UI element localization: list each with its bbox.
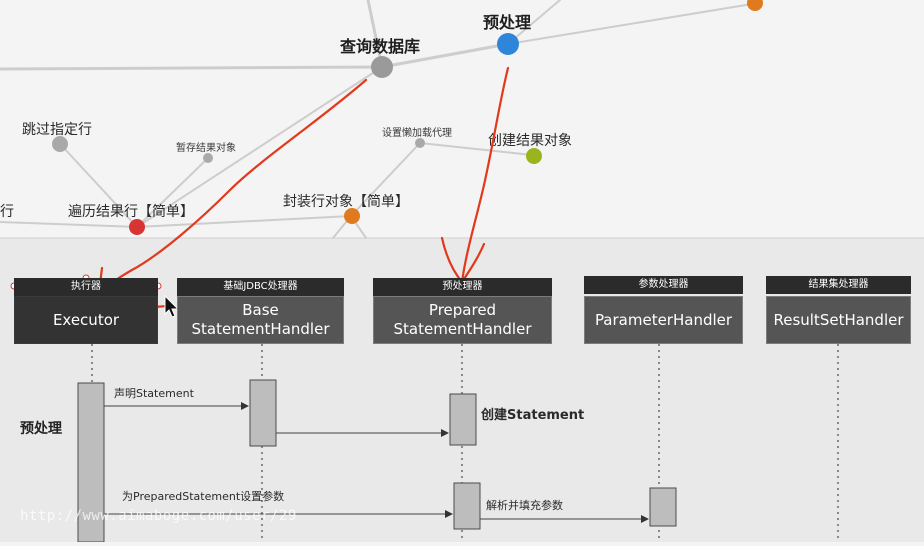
lane-resultset-handler[interactable]: ResultSetHandler [766,296,911,344]
msg-set-params: 为PreparedStatement设置参数 [122,489,284,503]
node-iterate-rows [129,219,145,235]
node-wrap-row [344,208,360,224]
lane-caption-parameter-handler: 参数处理器 [584,276,743,294]
msg-declare-statement: 声明Statement [114,386,195,400]
label-preprocess: 预处理 [483,13,531,32]
label-lazy-proxy: 设置懒加载代理 [382,126,452,139]
lane-caption-base-handler: 基础JDBC处理器 [177,278,344,296]
edge-iterate-wrap [136,215,352,228]
node-skip-rows [52,136,68,152]
watermark: http://www.aimaboge.com/user/29 [20,508,297,524]
label-temp-store: 暂存结果对象 [176,141,236,154]
lane-parameter-handler[interactable]: ParameterHandler [584,296,743,344]
edge-query-iterate [136,66,383,228]
lane-caption-executor: 执行器 [14,278,158,296]
label-wrap-row: 封装行对象【简单】 [283,193,409,210]
label-skip-rows: 跳过指定行 [22,122,92,138]
lane-prepared-handler[interactable]: Prepared StatementHandler [373,296,552,344]
edge-preprocess-right [507,3,753,45]
edge-wrap-lazy [350,142,421,217]
node-top-right [747,0,763,11]
node-create-result [526,148,542,164]
mindmap-edges [0,0,753,239]
lane-caption-prepared-handler: 预处理器 [373,278,552,296]
annotation-query-to-executor [94,78,368,298]
phase-label: 预处理 [20,421,62,437]
mindmap-background [0,0,924,238]
edge-root-query [0,65,384,71]
lane-executor[interactable]: Executor [14,296,158,344]
label-left-cut: 行 [0,204,14,220]
edge-lazy-create [419,142,533,156]
activation-prepared-1 [449,393,477,446]
msg-create-statement: 创建Statement [480,407,584,423]
activation-bars [77,379,677,543]
message-arrows [104,402,649,523]
node-preprocess [497,33,519,55]
edge-iterate-skip [61,145,138,228]
label-query-db: 查询数据库 [340,37,420,56]
node-query-db [371,56,393,78]
activation-executor [77,382,105,543]
label-iterate-rows: 遍历结果行【简单】 [68,203,194,220]
label-create-result: 创建结果对象 [488,133,572,149]
activation-base-handler [249,379,277,447]
node-temp-store [203,153,213,163]
lane-caption-resultset-handler: 结果集处理器 [766,276,911,294]
lane-base-handler[interactable]: Base StatementHandler [177,296,344,344]
edge-query-preprocess [380,42,510,69]
activation-parameter-handler [649,487,677,527]
node-lazy-proxy [415,138,425,148]
annotation-preprocess-to-prepared [460,66,510,284]
activation-prepared-2 [453,482,481,530]
edge-query-up [366,0,384,69]
edge-iterate-left [0,221,138,228]
edge-iterate-temp [136,159,207,228]
edge-preprocess-up [507,0,561,45]
msg-parse-fill: 解析并填充参数 [486,498,563,512]
